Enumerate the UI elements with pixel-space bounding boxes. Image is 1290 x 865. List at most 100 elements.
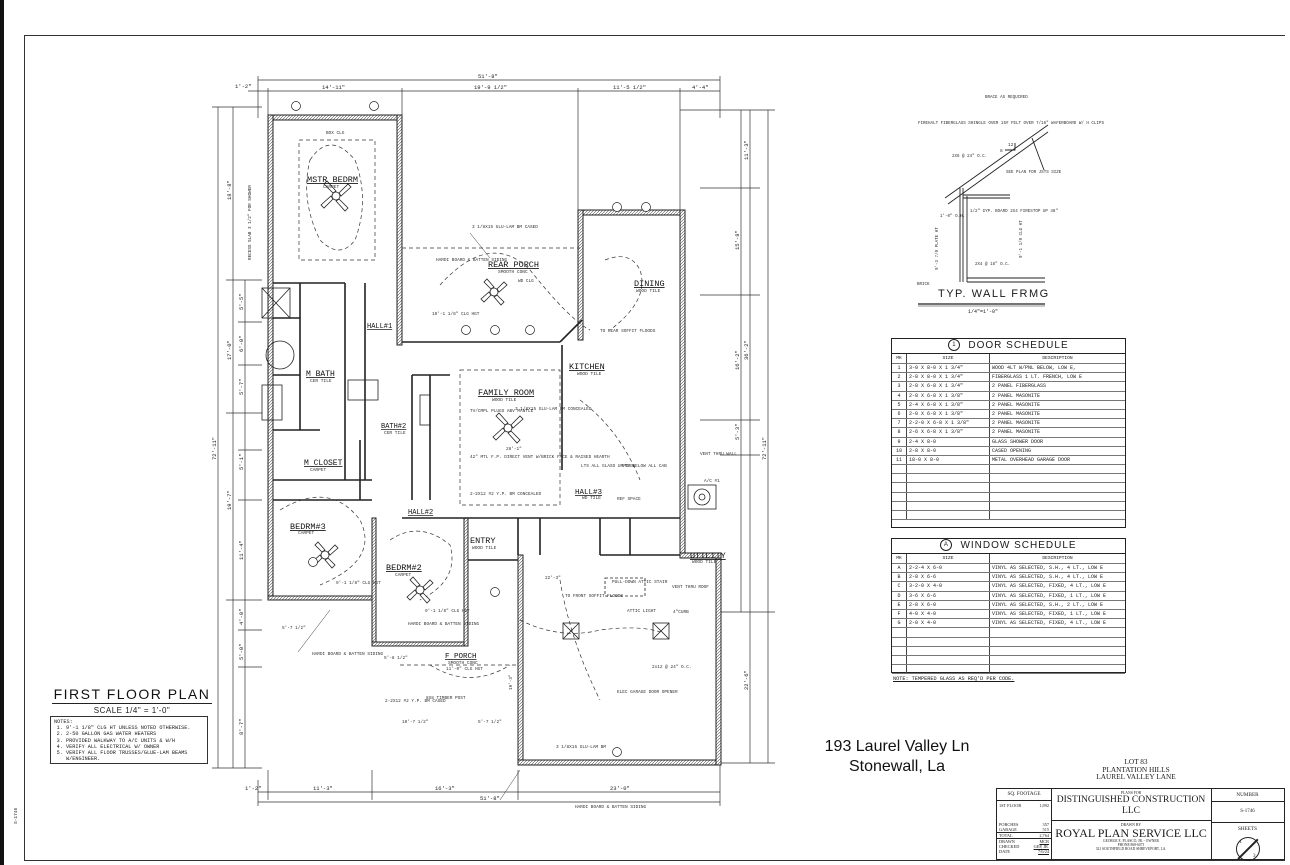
table-row-empty xyxy=(892,482,1125,493)
svg-text:17'-0": 17'-0" xyxy=(226,340,233,360)
svg-text:2-2X12 #2 Y.P. BM CASED: 2-2X12 #2 Y.P. BM CASED xyxy=(385,699,446,704)
plan-title-block: FIRST FLOOR PLAN SCALE 1/4" = 1'-0" xyxy=(52,686,212,715)
sq-value: 1,892 xyxy=(1039,803,1049,808)
svg-text:2x12 @ 24" O.C.: 2x12 @ 24" O.C. xyxy=(652,665,692,670)
svg-text:11'-3": 11'-3" xyxy=(743,140,750,160)
cell-empty xyxy=(989,501,1125,512)
svg-text:4'-0": 4'-0" xyxy=(238,608,245,625)
svg-text:RECESS SLAB 3 1/2" FOR SHOWER: RECESS SLAB 3 1/2" FOR SHOWER xyxy=(248,185,253,260)
table-row-empty xyxy=(892,664,1125,675)
svg-text:ELEC GARAGE DOOR OPENER: ELEC GARAGE DOOR OPENER xyxy=(617,690,678,695)
svg-text:SEE PLAN FOR JSTS SIZE: SEE PLAN FOR JSTS SIZE xyxy=(1006,171,1062,175)
sheet-number: 1 xyxy=(1239,840,1243,845)
svg-text:5'-3": 5'-3" xyxy=(734,423,741,440)
svg-text:M BATH: M BATH xyxy=(306,370,335,379)
cell-empty xyxy=(906,482,990,493)
wall-framing-title: TYP. WALL FRMG xyxy=(938,288,1050,300)
cell-size: 2-4 X 8-0 xyxy=(906,437,990,447)
cell-empty xyxy=(989,664,1125,675)
cell-empty xyxy=(892,646,907,656)
cell-empty xyxy=(989,627,1125,638)
svg-text:CARPET: CARPET xyxy=(395,572,412,578)
left-dimension-lines xyxy=(212,106,262,769)
svg-text:4'-4": 4'-4" xyxy=(692,84,709,91)
cell-mk: 10 xyxy=(892,446,907,456)
cell-description: VINYL AS SELECTED, S.H., 4 LT., LOW E xyxy=(989,572,1125,583)
vertical-dimension-labels: 72'-11" 18'-8" 17'-0" 19'-7" 5'-5" 6'-0"… xyxy=(211,140,768,735)
svg-text:51'-8": 51'-8" xyxy=(480,795,500,802)
window-schedule-title-text: WINDOW SCHEDULE xyxy=(960,540,1077,551)
svg-text:4"CURB: 4"CURB xyxy=(673,610,689,615)
svg-text:WD TILE: WD TILE xyxy=(582,495,601,501)
svg-text:1'-0" O.H.: 1'-0" O.H. xyxy=(940,214,965,219)
cell-size: 3-0 X 8-0 X 1 3/4" xyxy=(906,363,990,374)
svg-text:HARDI BOARD & BATTEN SIDING: HARDI BOARD & BATTEN SIDING xyxy=(312,652,384,657)
sheet-border xyxy=(24,35,1285,861)
number-label: NUMBER xyxy=(1211,789,1284,802)
sheets-label: SHEETS xyxy=(1237,826,1258,832)
address-line-1: 193 Laurel Valley Ln xyxy=(824,738,970,755)
svg-text:18'-8": 18'-8" xyxy=(226,180,233,200)
window-schedule-mark: A xyxy=(940,539,953,552)
cell-size: 2-2-4 X 6-0 xyxy=(906,563,990,574)
svg-text:5'-0": 5'-0" xyxy=(238,643,245,660)
svg-text:PULL-DOWN ATTIC STAIR: PULL-DOWN ATTIC STAIR xyxy=(612,580,668,585)
cell-size: 2-4 X 6-8 X 1 3/8" xyxy=(906,400,990,410)
cell-empty xyxy=(892,464,907,475)
cell-empty xyxy=(989,646,1125,656)
cell-empty xyxy=(906,501,990,512)
col-mk: MK xyxy=(892,354,907,364)
col-description: DESCRIPTION xyxy=(989,354,1125,364)
svg-text:9'-3 7/8 PLATE HT: 9'-3 7/8 PLATE HT xyxy=(935,227,940,270)
cell-size: 2-8 X 8-0 X 1 3/4" xyxy=(906,372,990,383)
cell-description: 2 PANEL MASONITE xyxy=(989,427,1125,438)
svg-text:36'-2": 36'-2" xyxy=(743,340,750,360)
svg-text:11'-3": 11'-3" xyxy=(313,785,333,792)
svg-text:3 1/8X15 GLU-LAM BM CONCEALED: 3 1/8X15 GLU-LAM BM CONCEALED xyxy=(515,407,592,412)
svg-text:3 1/8X15 GLU-LAM BM: 3 1/8X15 GLU-LAM BM xyxy=(556,745,606,750)
svg-text:42" MTL F.P. DIRECT VENT W/BRI: 42" MTL F.P. DIRECT VENT W/BRICK FACE & … xyxy=(470,455,610,460)
svg-text:1/2" GYP. BOARD 2X4 FIRESTOP U: 1/2" GYP. BOARD 2X4 FIRESTOP UP 48" xyxy=(970,209,1058,214)
svg-text:BOX CLG: BOX CLG xyxy=(326,131,345,136)
interior-walls xyxy=(273,282,680,561)
svg-text:5'-7 1/2": 5'-7 1/2" xyxy=(478,720,502,725)
note-item: VERIFY ALL FLOOR TRUSSES/GLUE-LAM BEAMS … xyxy=(66,750,204,762)
svg-text:28'-1": 28'-1" xyxy=(506,447,522,452)
svg-text:BRACE AS REQUIRED: BRACE AS REQUIRED xyxy=(985,96,1028,100)
svg-text:BEDRM#2: BEDRM#2 xyxy=(386,563,422,573)
sq-label: GARAGE xyxy=(999,827,1017,832)
svg-text:11'-4": 11'-4" xyxy=(238,540,245,560)
cell-empty xyxy=(906,492,990,502)
svg-text:19'-7": 19'-7" xyxy=(226,490,233,510)
svg-text:9'-1 1/8 CLG HT: 9'-1 1/8 CLG HT xyxy=(1019,220,1024,258)
col-size: SIZE xyxy=(906,354,990,364)
top-dimension-labels: 1'-2" xyxy=(235,83,252,90)
tag-circles xyxy=(291,101,651,757)
cell-description: VINYL AS SELECTED, FIXED, 1 LT., LOW E xyxy=(989,609,1125,620)
svg-text:TO FRONT SOFFIT FLOODS: TO FRONT SOFFIT FLOODS xyxy=(565,594,623,599)
window-edge xyxy=(0,0,4,865)
note-item: 2-50 GALLON GAS WATER HEATERS xyxy=(66,731,204,737)
bottom-dimension-lines xyxy=(257,760,721,806)
cell-mk: C xyxy=(892,581,907,592)
cell-size: 18-0 X 8-0 xyxy=(906,455,990,466)
svg-text:2-2X12 #2 Y.P. BM CONCEALED: 2-2X12 #2 Y.P. BM CONCEALED xyxy=(470,492,542,497)
cell-description: METAL OVERHEAD GARAGE DOOR xyxy=(989,455,1125,466)
table-row-empty xyxy=(892,473,1125,484)
svg-text:14'-11": 14'-11" xyxy=(322,84,345,91)
drawn-label: DRAWN xyxy=(999,839,1015,844)
table-header-row: MK SIZE DESCRIPTION xyxy=(892,354,1125,364)
svg-text:VENT THRU WALL: VENT THRU WALL xyxy=(700,452,737,457)
